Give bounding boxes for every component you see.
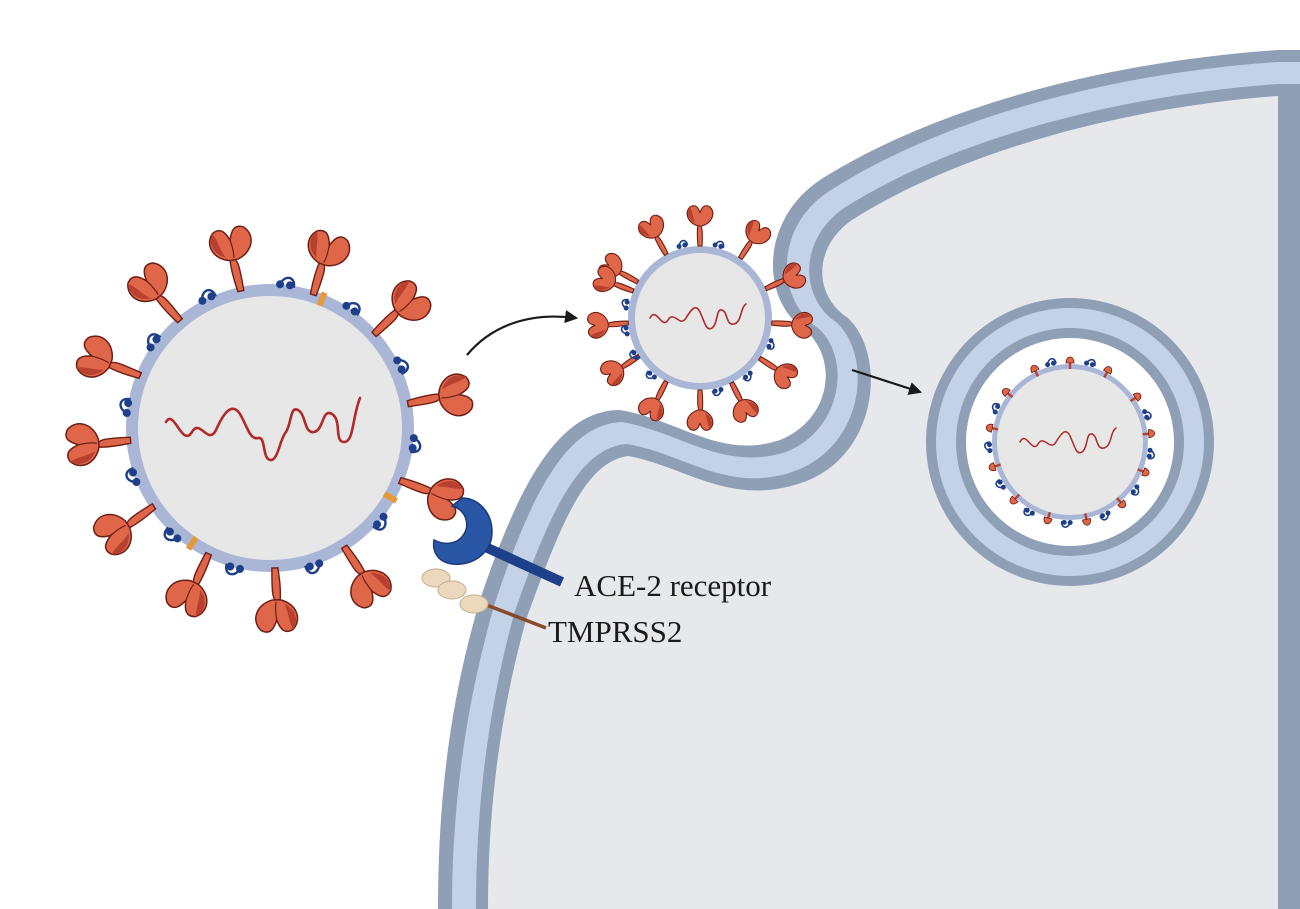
virus-rna-endosome xyxy=(1019,427,1117,454)
ace2-receptor-label: ACE-2 receptor xyxy=(574,568,772,603)
virus-rna-small xyxy=(649,303,747,330)
endocytosis-arrow xyxy=(851,368,923,395)
virus-fusing-particle xyxy=(586,205,814,431)
virus-free-particle xyxy=(64,223,476,634)
membrane-proteins xyxy=(185,291,398,551)
tmprss2-protease-icon xyxy=(421,568,547,630)
entry-arrow xyxy=(466,310,579,356)
endosome-icon xyxy=(926,298,1214,586)
host-cell xyxy=(438,50,1300,909)
ace2-receptor-icon xyxy=(432,497,565,587)
virus-rna xyxy=(164,396,362,462)
tmprss2-label: TMPRSS2 xyxy=(548,614,682,649)
virus-internalized-particle xyxy=(983,356,1156,529)
